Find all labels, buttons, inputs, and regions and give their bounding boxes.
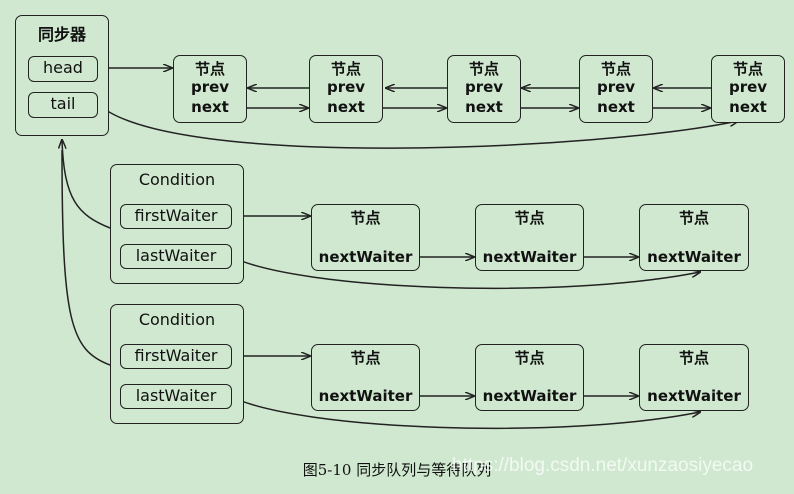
sync-node-1-next: next	[191, 98, 229, 116]
sync-node-1	[173, 55, 247, 123]
wait-node-1-1-title: 节点	[350, 209, 381, 227]
sync-node-2-next: next	[327, 98, 365, 116]
condition-1-last-waiter: lastWaiter	[120, 244, 232, 269]
condition-1-title: Condition	[138, 170, 216, 189]
wait-node-1-2-next-waiter: nextWaiter	[482, 248, 577, 266]
sync-node-3	[447, 55, 521, 123]
wait-node-2-1-title: 节点	[350, 349, 381, 367]
condition-2-first-waiter: firstWaiter	[120, 344, 232, 369]
c2-last-waiter-arrow	[231, 396, 700, 430]
sync-node-2-title: 节点	[330, 60, 361, 78]
tail-arrow	[97, 103, 738, 149]
sync-node-5-title: 节点	[732, 60, 763, 78]
condition-2-title: Condition	[138, 310, 216, 329]
wait-node-1-1-next-waiter: nextWaiter	[318, 248, 413, 266]
sync-node-3-next: next	[465, 98, 503, 116]
sync-node-2	[309, 55, 383, 123]
wait-node-2-3	[639, 344, 749, 411]
watermark-text: https://blog.csdn.net/xunzaosiyecao	[452, 455, 754, 476]
sync-node-5	[711, 55, 785, 123]
head-field: head	[28, 56, 98, 82]
condition-2-last-waiter: lastWaiter	[120, 384, 232, 409]
synchronizer-title: 同步器	[37, 25, 86, 44]
wait-node-2-2-title: 节点	[514, 349, 545, 367]
condition2-to-sync-arrow	[61, 149, 111, 366]
figure-caption: 图5-10 同步队列与等待队列	[302, 461, 492, 479]
wait-node-1-3	[639, 204, 749, 271]
wait-node-1-3-title: 节点	[678, 209, 709, 227]
sync-node-2-prev: prev	[326, 78, 366, 96]
wait-node-1-2	[475, 204, 584, 271]
sync-node-1-prev: prev	[190, 78, 230, 96]
sync-node-4-title: 节点	[600, 60, 631, 78]
sync-node-3-title: 节点	[468, 60, 499, 78]
wait-node-1-3-next-waiter: nextWaiter	[647, 248, 741, 266]
sync-node-4	[579, 55, 653, 123]
sync-node-5-prev: prev	[728, 78, 768, 96]
wait-node-2-3-title: 节点	[678, 349, 709, 367]
wait-node-2-1-next-waiter: nextWaiter	[318, 387, 413, 405]
sync-node-1-title: 节点	[194, 60, 225, 78]
wait-node-2-1	[311, 344, 420, 411]
c1-last-waiter-arrow	[231, 256, 700, 290]
wait-node-2-2-next-waiter: nextWaiter	[482, 387, 577, 405]
wait-node-1-2-title: 节点	[514, 209, 545, 227]
sync-node-5-next: next	[729, 98, 767, 116]
condition1-to-sync-arrow	[62, 140, 111, 229]
wait-node-2-2	[475, 344, 584, 411]
sync-node-4-prev: prev	[596, 78, 636, 96]
sync-node-3-prev: prev	[464, 78, 504, 96]
sync-node-4-next: next	[597, 98, 635, 116]
wait-node-2-3-next-waiter: nextWaiter	[647, 387, 741, 405]
wait-node-1-1	[311, 204, 420, 271]
tail-field: tail	[28, 92, 98, 118]
condition-1-first-waiter: firstWaiter	[120, 204, 232, 229]
